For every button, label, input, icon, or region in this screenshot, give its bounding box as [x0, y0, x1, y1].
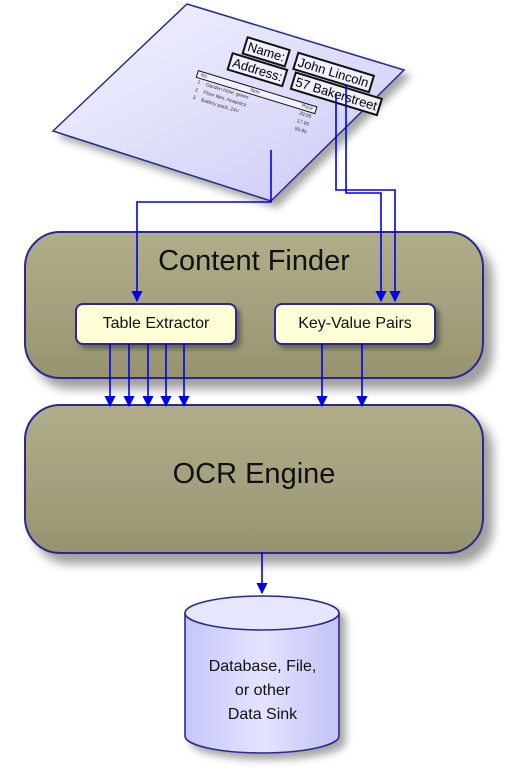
- data-sink-line-2: or other: [234, 682, 291, 699]
- arrow-table-to-extractor: [131, 150, 272, 303]
- arrow-address-to-kv: [335, 95, 401, 303]
- ocr-engine-block: OCR Engine: [24, 404, 484, 554]
- content-finder-title: Content Finder: [158, 245, 350, 277]
- data-sink-label: Database, File, or other Data Sink: [185, 655, 340, 727]
- data-sink-line-3: Data Sink: [227, 706, 298, 723]
- key-value-pairs-box: Key-Value Pairs: [274, 303, 436, 345]
- table-extractor-box: Table Extractor: [75, 303, 237, 345]
- arrow-name-to-kv: [345, 86, 387, 303]
- ocr-engine-title: OCR Engine: [172, 458, 336, 490]
- data-sink-line-1: Database, File,: [208, 658, 317, 675]
- data-sink-cylinder: [184, 595, 340, 754]
